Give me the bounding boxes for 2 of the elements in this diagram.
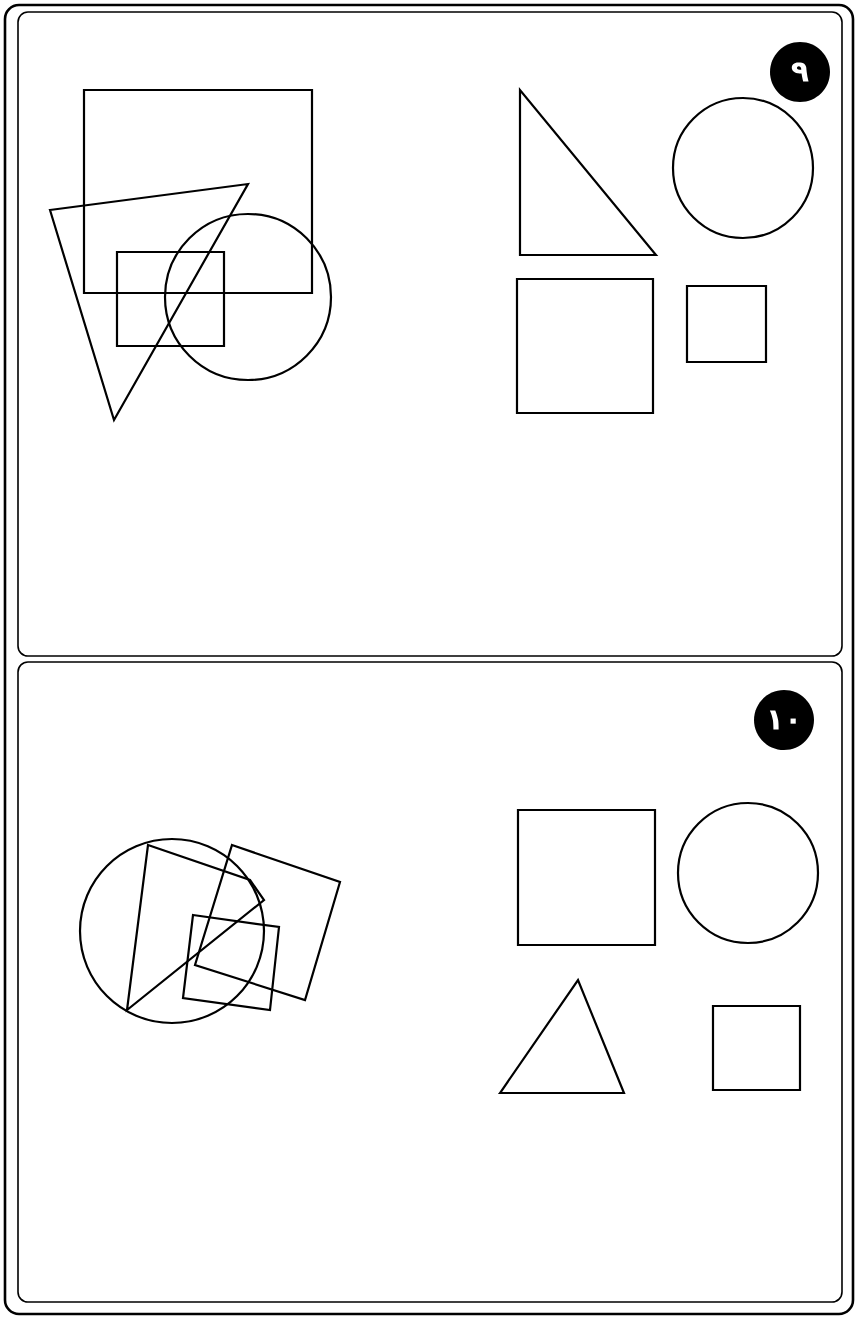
number-badge: ۹ xyxy=(770,42,830,102)
number-badge: ۱۰ xyxy=(754,690,814,750)
